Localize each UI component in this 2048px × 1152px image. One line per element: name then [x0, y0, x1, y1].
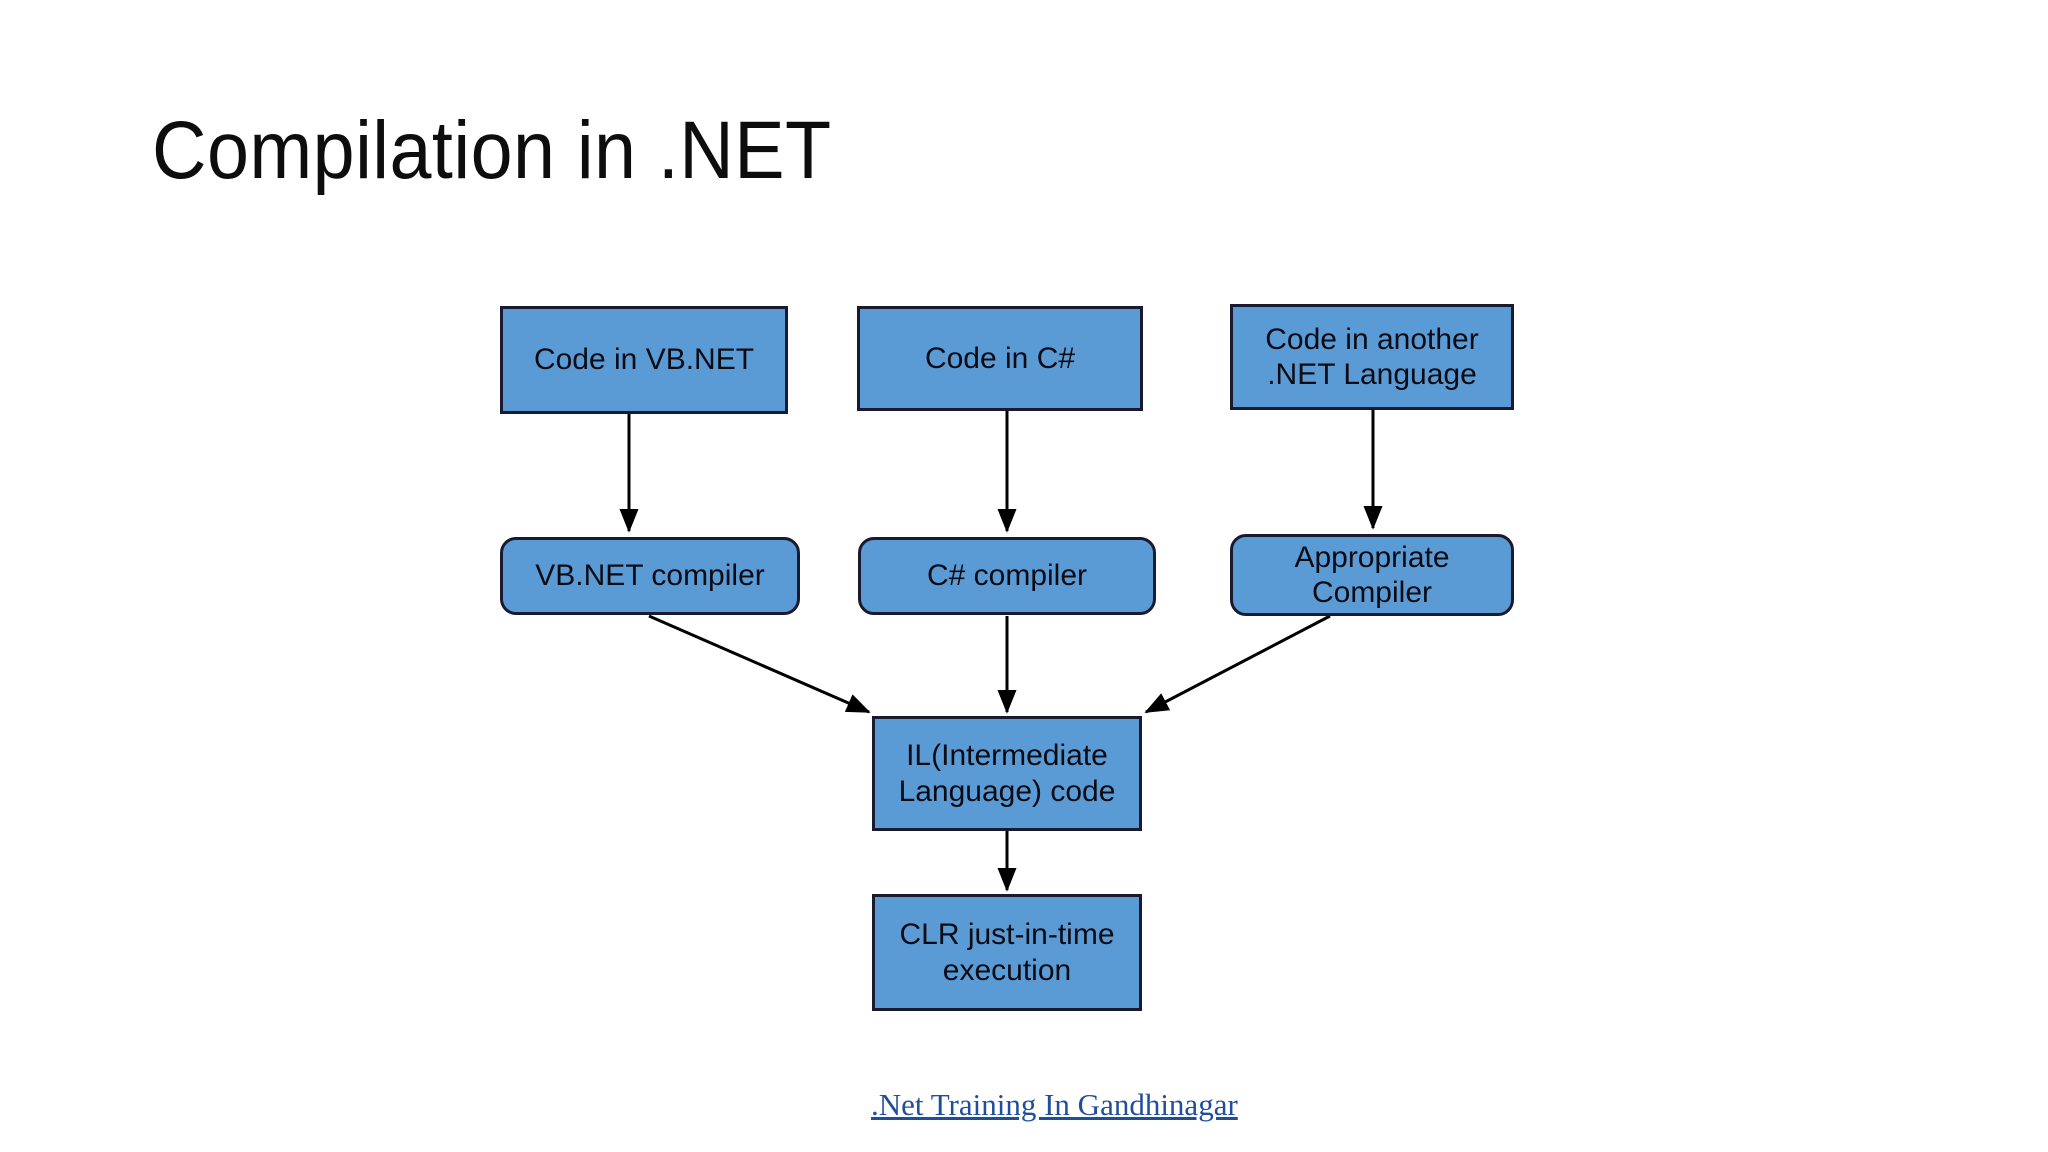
- node-vbnet-compiler[interactable]: VB.NET compiler: [500, 537, 800, 615]
- node-appropriate-compiler[interactable]: Appropriate Compiler: [1230, 534, 1514, 616]
- node-il-code[interactable]: IL(Intermediate Language) code: [872, 716, 1142, 831]
- page-title: Compilation in .NET: [152, 105, 832, 196]
- node-clr-execution[interactable]: CLR just-in-time execution: [872, 894, 1142, 1011]
- node-csharp-compiler[interactable]: C# compiler: [858, 537, 1156, 615]
- net-training-link[interactable]: .Net Training In Gandhinagar: [871, 1087, 1238, 1122]
- edge-appropriate-compiler-to-il-code: [1144, 614, 1331, 714]
- node-csharp-source[interactable]: Code in C#: [857, 306, 1143, 411]
- edge-vbnet-compiler-to-il-code: [648, 614, 871, 714]
- node-other-source[interactable]: Code in another .NET Language: [1230, 304, 1514, 410]
- node-vbnet-source[interactable]: Code in VB.NET: [500, 306, 788, 414]
